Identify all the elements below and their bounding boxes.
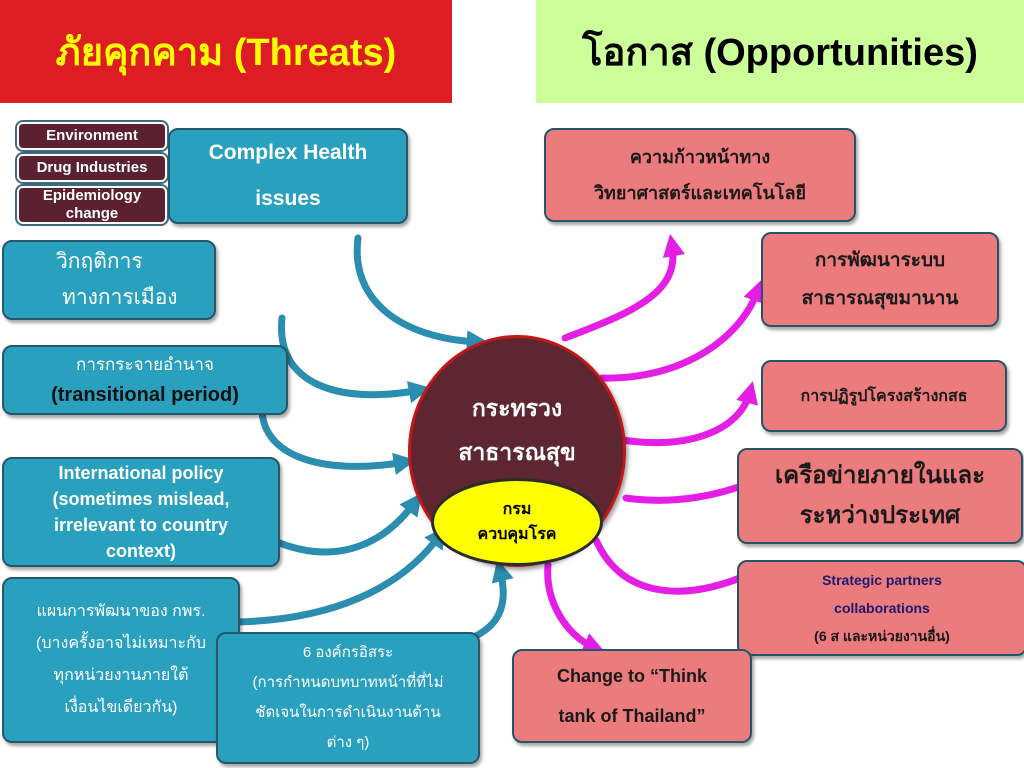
opportunities-header: โอกาส (Opportunities) xyxy=(536,0,1024,103)
opportunity-health-system: การพัฒนาระบบ สาธารณสุขมานาน xyxy=(761,232,999,327)
opportunity-arrow-reform xyxy=(618,381,758,447)
threat-complex-health-line-2: issues xyxy=(255,187,321,210)
opportunity-arrow-network xyxy=(622,475,763,504)
opportunity-science-line-2: วิทยาศาสตร์และเทคโนโลยี xyxy=(593,183,807,203)
threat-autonomous-line-2: (การกำหนดบทบาทหน้าที่ที่ไม่ xyxy=(252,674,444,691)
threat-arrow-international xyxy=(268,492,422,556)
threat-international-policy: International policy (sometimes mislead,… xyxy=(2,457,280,567)
opportunity-think-tank-line-2: tank of Thailand” xyxy=(558,706,706,726)
threat-decentralization: การกระจายอำนาจ (transitional period) xyxy=(2,345,288,415)
tag-epidemiology-label-2: change xyxy=(65,205,119,222)
threat-arrow-plan xyxy=(232,525,447,626)
opportunity-reform-label: การปฏิรูปโครงสร้างกสธ xyxy=(800,387,968,405)
opportunity-arrow-science xyxy=(561,233,685,342)
threat-political-crisis: วิกฤติการ ทางการเมือง xyxy=(2,240,216,320)
opportunity-network-line-2: ระหว่างประเทศ xyxy=(799,502,961,529)
opportunity-network-line-1: เครือข่ายภายในและ xyxy=(774,462,986,489)
threat-decentralization-line-2: (transitional period) xyxy=(51,384,239,406)
ministry-label: กระทรวง สาธารณสุข xyxy=(411,386,623,474)
department-ellipse: กรม ควบคุมโรค xyxy=(431,478,603,566)
opportunity-strategic-partners: Strategic partners collaborations (6 ส แ… xyxy=(737,560,1024,656)
opportunity-arrow-partners xyxy=(592,536,763,595)
tag-epidemiology-label-1: Epidemiology xyxy=(42,187,142,204)
opportunity-science-tech: ความก้าวหน้าทาง วิทยาศาสตร์และเทคโนโลยี xyxy=(544,128,856,222)
opportunity-partners-line-3: (6 ส และหน่วยงานอื่น) xyxy=(814,628,950,644)
opportunity-science-line-1: ความก้าวหน้าทาง xyxy=(629,147,771,167)
threat-international-line-1: International policy xyxy=(58,463,224,483)
threat-political-line-1: วิกฤติการ xyxy=(56,250,143,273)
tag-environment-label: Environment xyxy=(46,127,138,144)
threat-international-line-2: (sometimes mislead, xyxy=(52,489,230,509)
threat-decentralization-line-1: การกระจายอำนาจ xyxy=(76,355,214,374)
ministry-label-line-2: สาธารณสุข xyxy=(458,439,576,465)
threats-header-title: ภัยคุกคาม (Threats) xyxy=(55,32,397,74)
threat-plan-line-3: ทุกหน่วยงานภายใต้ xyxy=(53,667,189,684)
tag-environment: Environment xyxy=(15,120,169,152)
tag-epidemiology-change: Epidemiology change xyxy=(15,184,169,226)
threat-plan-line-4: เงื่อนไขเดียวกัน) xyxy=(64,699,178,716)
threat-political-line-2: ทางการเมือง xyxy=(62,286,178,309)
threat-development-plan: แผนการพัฒนาของ กพร. (บางครั้งอาจไม่เหมาะ… xyxy=(2,577,240,743)
opportunity-system-line-2: สาธารณสุขมานาน xyxy=(801,287,959,309)
threat-international-line-4: context) xyxy=(105,541,176,561)
threat-arrow-political xyxy=(278,314,432,404)
opportunities-header-title: โอกาส (Opportunities) xyxy=(582,32,978,74)
threats-header: ภัยคุกคาม (Threats) xyxy=(0,0,452,103)
threat-complex-health: Complex Health issues xyxy=(168,128,408,224)
ministry-label-line-1: กระทรวง xyxy=(471,395,563,421)
threat-autonomous-line-4: ต่าง ๆ) xyxy=(326,734,370,751)
tag-drug-industries: Drug Industries xyxy=(15,152,169,184)
opportunity-partners-line-2: collaborations xyxy=(834,600,930,616)
opportunity-think-tank-line-1: Change to “Think xyxy=(557,666,707,686)
threat-arrow-complex-health xyxy=(353,234,490,353)
opportunity-arrow-think-tank xyxy=(544,561,606,654)
threat-arrow-decentralization xyxy=(258,404,417,475)
threat-autonomous-line-1: 6 องค์กรอิสระ xyxy=(302,644,394,661)
tag-drug-industries-label: Drug Industries xyxy=(36,159,148,176)
opportunity-structure-reform: การปฏิรูปโครงสร้างกสธ xyxy=(761,360,1007,432)
threat-plan-line-2: (บางครั้งอาจไม่เหมาะกับ xyxy=(36,635,206,652)
opportunity-partners-line-1: Strategic partners xyxy=(822,572,942,588)
threat-plan-line-1: แผนการพัฒนาของ กพร. xyxy=(36,603,206,620)
department-label-line-1: กรม xyxy=(502,501,532,518)
opportunity-system-line-1: การพัฒนาระบบ xyxy=(814,249,946,271)
threat-autonomous-line-3: ชัดเจนในการดำเนินงานด้าน xyxy=(255,704,441,721)
threat-international-line-3: irrelevant to country xyxy=(53,515,229,535)
opportunity-networks: เครือข่ายภายในและ ระหว่างประเทศ xyxy=(737,448,1023,544)
opportunity-arrow-system xyxy=(598,279,765,382)
threat-complex-health-line-1: Complex Health xyxy=(208,141,368,164)
department-label-line-2: ควบคุมโรค xyxy=(477,526,557,543)
opportunity-think-tank: Change to “Think tank of Thailand” xyxy=(512,649,752,743)
threat-autonomous-orgs: 6 องค์กรอิสระ (การกำหนดบทบาทหน้าที่ที่ไม… xyxy=(216,632,480,764)
